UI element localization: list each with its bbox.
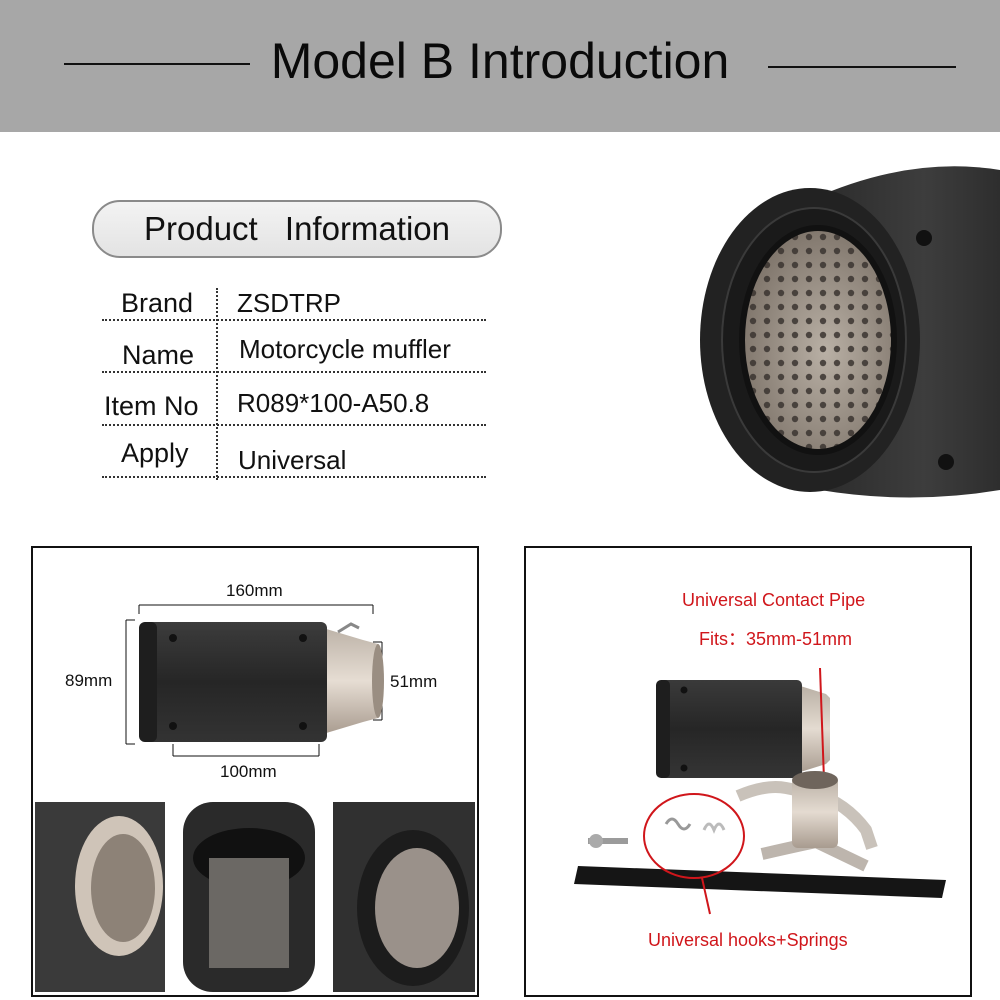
dimensions-panel: 160mm 89mm 51mm 100mm [31,546,479,997]
product-info-heading-box [92,200,502,258]
accessories-drawing [574,667,946,915]
spec-value-brand: ZSDTRP [237,288,341,318]
dim-height-label: 89mm [65,671,113,690]
table-rule [102,371,486,373]
table-rule [102,424,486,426]
contact-pipe-label: Universal Contact Pipe [682,590,866,610]
spec-value-item-no: R089*100-A50.8 [237,388,430,418]
spec-value-name: Motorcycle muffler [239,334,451,364]
header-rule-left [64,63,250,65]
spec-label-apply: Apply [121,438,189,468]
dim-body-label: 100mm [220,762,277,781]
dim-length-label: 160mm [226,581,283,600]
page-title: Model B Introduction [270,33,730,89]
header-rule-right [768,66,956,68]
spec-label-item-no: Item No [104,391,199,421]
muffler-dimension-drawing [35,604,475,992]
spec-label-brand: Brand [121,288,194,318]
muffler-front-photo [700,166,1000,498]
dim-outlet-label: 51mm [390,672,438,691]
accessories-panel: Universal Contact Pipe Fits：35mm-51mm Un… [524,546,972,997]
table-rule [102,476,486,478]
fits-label: Fits：35mm-51mm [699,629,853,649]
table-rule [102,319,486,321]
product-info-heading: Product Information [144,210,450,247]
table-divider-vertical [216,288,218,480]
spec-label-name: Name [122,340,195,370]
spec-value-apply: Universal [238,445,347,475]
hooks-springs-label: Universal hooks+Springs [648,930,848,950]
